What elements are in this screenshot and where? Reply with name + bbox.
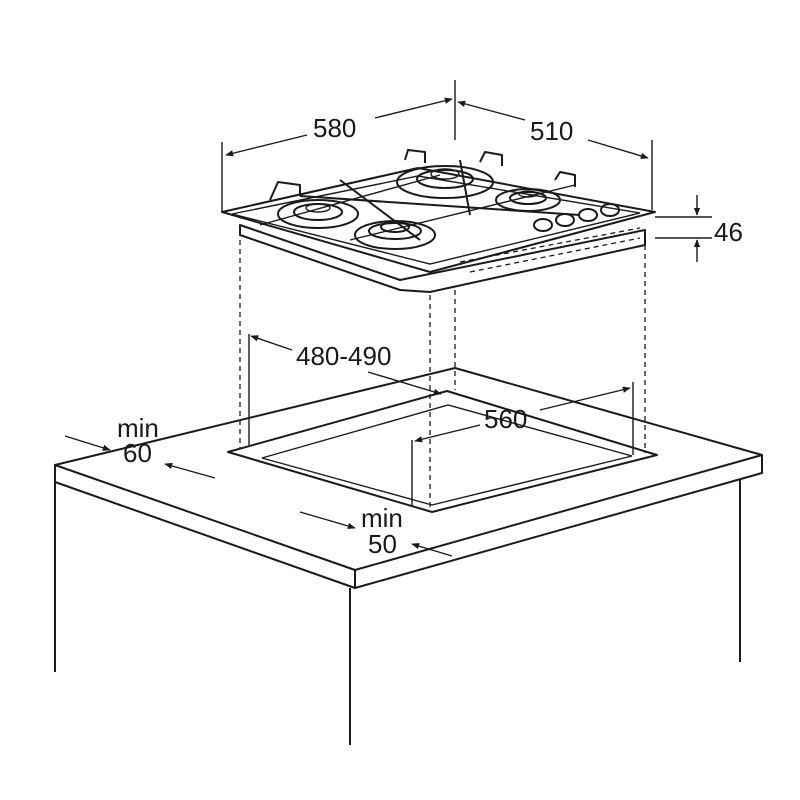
dimension-560 (411, 382, 634, 507)
burner-right (495, 188, 561, 212)
label-hob-width: 580 (313, 113, 356, 143)
gas-hob (221, 149, 656, 293)
control-knobs (533, 203, 620, 232)
label-cutout-depth: 480-490 (296, 341, 391, 371)
pan-supports (259, 149, 581, 241)
hob-side-vents (459, 227, 641, 273)
label-hob-height: 46 (714, 217, 743, 247)
dimension-min-60 (64, 435, 216, 479)
label-hob-depth: 510 (530, 116, 573, 146)
burner-front-wok (354, 220, 436, 250)
dimension-min-50 (299, 511, 453, 557)
burner-rear-left (277, 199, 359, 229)
worktop-cutout (227, 390, 658, 513)
dimension-580 (221, 80, 456, 212)
dimension-46 (655, 195, 712, 262)
burner-rear-center (396, 165, 494, 199)
dimension-510 (457, 100, 653, 210)
label-min-front-word: min (361, 503, 403, 533)
label-min-back-value: 60 (123, 438, 152, 468)
label-min-back-word: min (117, 413, 159, 443)
label-min-front-value: 50 (368, 529, 397, 559)
label-cutout-width: 560 (484, 404, 527, 434)
worktop (54, 367, 763, 589)
dimension-480-490 (248, 334, 442, 445)
cabinet-body (54, 480, 741, 745)
projection-lines (239, 240, 646, 512)
